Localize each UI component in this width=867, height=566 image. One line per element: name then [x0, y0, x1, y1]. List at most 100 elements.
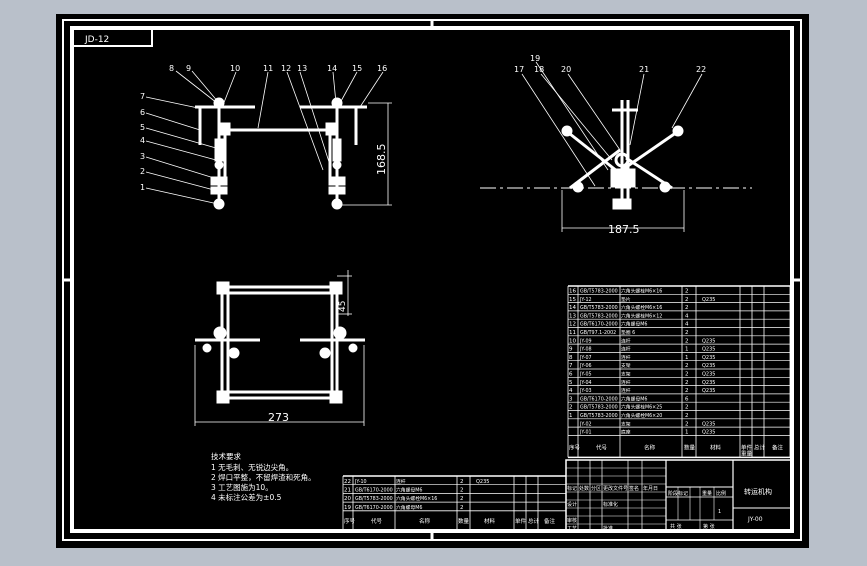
bom-no: 6 — [569, 372, 573, 378]
side-leaders — [521, 61, 703, 187]
bom-name: 连杆 — [396, 478, 406, 485]
small-dim-label: 45 — [338, 301, 348, 312]
bom-qty: 2 — [685, 305, 689, 311]
bom-name: 支架 — [621, 371, 631, 378]
bom-material: Q235 — [702, 363, 715, 369]
bom-no: 8 — [569, 355, 573, 361]
lower-header-name: 名称 — [419, 517, 431, 525]
bom-name: 六角头螺栓M6×25 — [621, 404, 662, 411]
bom-qty: 1 — [685, 430, 689, 436]
bom-material: Q235 — [702, 347, 715, 353]
bom-header-code: 代号 — [596, 443, 608, 451]
svg-text:1 无毛刺、无锐边尖角。: 1 无毛刺、无锐边尖角。 — [211, 462, 293, 472]
bom-qty: 2 — [460, 505, 464, 511]
title-block: 标记处数分区更改文件号签名年月日设计标准化审核工艺批准阶段标记重量比例1共 张第… — [565, 459, 793, 532]
title-process: 工艺 — [567, 526, 577, 532]
bom-code: JY-06 — [579, 363, 592, 369]
bom-no: 9 — [569, 347, 573, 353]
bom-material: Q235 — [702, 338, 715, 344]
svg-text:1: 1 — [140, 183, 145, 192]
bom-name: 连杆 — [621, 379, 631, 386]
bom-no: 3 — [569, 396, 573, 402]
svg-text:20: 20 — [561, 65, 571, 74]
bom-no: 2 — [569, 405, 573, 411]
bom-code: GB/T97.1-2002 — [580, 330, 616, 336]
svg-text:7: 7 — [140, 92, 145, 101]
svg-text:4: 4 — [140, 136, 145, 145]
bom-qty: 2 — [685, 372, 689, 378]
bom-code: JY-02 — [579, 421, 592, 427]
bom-qty: 6 — [685, 396, 689, 402]
svg-text:18: 18 — [534, 65, 544, 74]
bom-no: 7 — [569, 363, 573, 369]
svg-text:6: 6 — [140, 108, 145, 117]
bom-code: JY-04 — [579, 380, 592, 386]
svg-text:14: 14 — [327, 64, 337, 73]
bom-code: GB/T6170-2000 — [580, 322, 618, 328]
bom-qty: 2 — [685, 289, 689, 295]
bom-code: JY-10 — [354, 479, 367, 485]
title-marks: 标记 — [567, 485, 577, 492]
title-count: 处数 — [579, 485, 589, 492]
bom-name: 六角螺母M6 — [396, 504, 422, 511]
bom-name: 连杆 — [621, 337, 631, 344]
height-dim-label: 168.5 — [375, 144, 388, 176]
front-view — [195, 97, 367, 210]
bom-header-no: 序号 — [569, 443, 581, 451]
bom-qty: 2 — [685, 297, 689, 303]
height-dimension — [341, 102, 392, 206]
side-callouts: 19 17 18 20 21 22 — [514, 54, 706, 74]
code-tag-box — [71, 27, 153, 47]
bom-qty: 2 — [685, 421, 689, 427]
bom-no: 4 — [569, 388, 573, 394]
bom-code: GB/T6170-2000 — [355, 505, 393, 511]
bom-code: JY-08 — [579, 347, 592, 353]
bom-qty: 1 — [685, 355, 689, 361]
svg-text:3: 3 — [140, 152, 145, 161]
bom-no: 15 — [569, 297, 576, 303]
bom-qty: 1 — [685, 347, 689, 353]
bom-header-unit_weight: 单件 — [741, 443, 753, 451]
bom-header-name: 名称 — [644, 443, 656, 451]
bom-qty: 2 — [685, 363, 689, 369]
bom-header-qty: 数量 — [684, 443, 696, 451]
title-zone: 分区 — [591, 485, 601, 492]
svg-text:16: 16 — [377, 64, 387, 73]
bom-name: 六角头螺栓M6×16 — [621, 288, 662, 295]
front-leaders — [145, 70, 384, 205]
svg-text:2: 2 — [140, 167, 145, 176]
bom-qty: 2 — [460, 496, 464, 502]
bom-name: 六角头螺栓M6×20 — [621, 412, 662, 419]
bom-qty: 2 — [685, 405, 689, 411]
title-design: 设计 — [567, 501, 577, 508]
bom-header-material: 材料 — [710, 443, 722, 451]
svg-text:12: 12 — [281, 64, 291, 73]
bom-name: 六角头螺栓M6×12 — [621, 312, 662, 319]
bom-no: 16 — [569, 289, 576, 295]
bom-no: 14 — [569, 305, 576, 311]
bom-name: 六角螺母M6 — [621, 395, 647, 402]
bom-code: GB/T6170-2000 — [355, 488, 393, 494]
bom-no: 20 — [344, 496, 351, 502]
bom-qty: 2 — [685, 330, 689, 336]
bom-qty: 2 — [685, 413, 689, 419]
svg-text:10: 10 — [230, 64, 240, 73]
technical-notes: 技术要求 1 无毛刺、无锐边尖角。 2 焊口平整，不留焊渣和死角。 3 工艺图施… — [211, 451, 316, 502]
bom-name: 垫圈 6 — [621, 329, 635, 336]
bom-qty: 2 — [685, 388, 689, 394]
